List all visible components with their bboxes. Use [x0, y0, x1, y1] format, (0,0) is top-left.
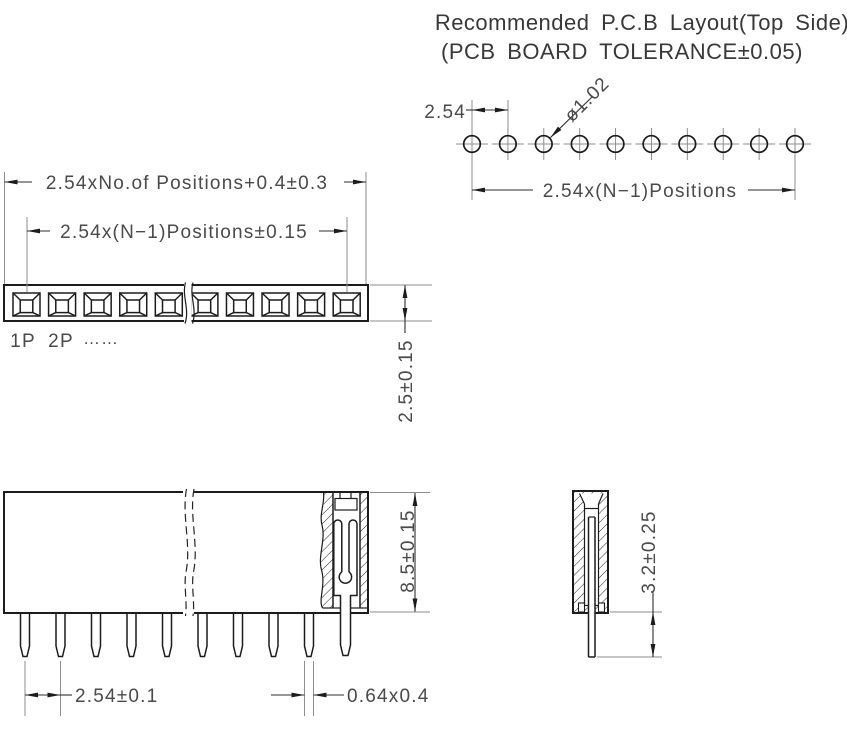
socket [332, 292, 361, 317]
dimension-arrowheads [4, 107, 795, 698]
section-cutaway [319, 492, 367, 657]
solder-tail-pin [339, 611, 352, 657]
socket [154, 292, 184, 317]
arrowhead [472, 107, 485, 113]
arrowhead [550, 126, 562, 138]
socket [83, 292, 112, 317]
dim-pin-pitch-label: 2.54±0.1 [75, 686, 158, 707]
pcb-layout-subtitle: (PCB BOARD TOLERANCE±0.05) [441, 39, 803, 64]
contact-spring [333, 519, 358, 611]
dim-pin-protrusion-label: 3.2±0.25 [639, 510, 660, 593]
pcb-layout-title: Recommended P.C.B Layout(Top Side) [435, 10, 847, 35]
pcb-hole [635, 128, 668, 160]
arrowhead [412, 598, 418, 612]
pin [55, 613, 66, 658]
arrowhead [353, 179, 366, 185]
pcb-hole-row [456, 128, 811, 160]
pin [303, 613, 315, 658]
socket [261, 292, 290, 317]
dim-pin-cross-section-label: 0.64x0.4 [347, 686, 430, 707]
socket [47, 292, 77, 317]
break-gap [184, 283, 192, 324]
socket [225, 292, 255, 317]
more-positions-label: …… [83, 329, 119, 348]
pcb-layout-view: Recommended P.C.B Layout(Top Side) (PCB … [424, 10, 847, 202]
pcb-hole [743, 128, 776, 160]
pcb-hole [456, 128, 488, 160]
dim-hole-span-label: 2.54x(N−1)Positions [543, 181, 737, 202]
arrowhead [495, 107, 508, 113]
arrowhead [402, 308, 408, 321]
side-view: 3.2±0.25 [572, 490, 662, 658]
arrowhead [334, 228, 347, 234]
arrowhead [291, 692, 305, 698]
arrowhead [27, 228, 40, 234]
front-view: 8.5±0.15 2.54±0.1 0.64x0.4 [3, 488, 430, 716]
arrowhead [650, 644, 656, 657]
socket [118, 292, 148, 317]
pcb-hole [707, 128, 740, 160]
socket [12, 292, 41, 317]
pin [232, 613, 244, 658]
dim-hole-pitch-label: 2.54 [424, 102, 466, 123]
pin [161, 613, 173, 658]
socket [190, 292, 219, 317]
arrowhead [25, 692, 38, 698]
dim-centers-label: 2.54x(N−1)Positions±0.15 [60, 222, 308, 243]
pcb-hole [527, 128, 560, 160]
pin [90, 613, 102, 658]
position-1-label: 1P [10, 331, 36, 352]
pin [268, 613, 279, 658]
dim-overall-length-label: 2.54xNo.of Positions+0.4±0.3 [46, 173, 328, 194]
arrowhead [402, 285, 408, 298]
arrowhead [412, 493, 418, 506]
pcb-hole [563, 128, 596, 160]
socket [296, 292, 326, 317]
side-pin [587, 516, 596, 658]
pcb-hole [779, 128, 811, 160]
pin [126, 613, 137, 658]
arrowhead [4, 179, 18, 185]
pin-row [19, 613, 315, 658]
break-gap [183, 490, 194, 616]
arrowhead [47, 692, 61, 698]
position-2-label: 2P [48, 331, 74, 352]
arrowhead [472, 187, 485, 193]
pin [19, 613, 31, 658]
dim-body-width-label: 2.5±0.15 [396, 339, 417, 422]
arrowhead [782, 187, 795, 193]
pcb-hole [671, 128, 704, 160]
pcb-hole [491, 128, 524, 160]
top-view: 2.54xNo.of Positions+0.4±0.3 2.54x(N−1)P… [3, 172, 432, 423]
arrowhead [650, 612, 656, 625]
socket-row [12, 292, 361, 317]
arrowhead [313, 692, 327, 698]
pin [197, 613, 208, 658]
dim-insulator-height-label: 8.5±0.15 [398, 509, 419, 592]
pcb-hole [599, 128, 632, 160]
dim-hole-diameter-label: ø1.02 [561, 73, 614, 126]
